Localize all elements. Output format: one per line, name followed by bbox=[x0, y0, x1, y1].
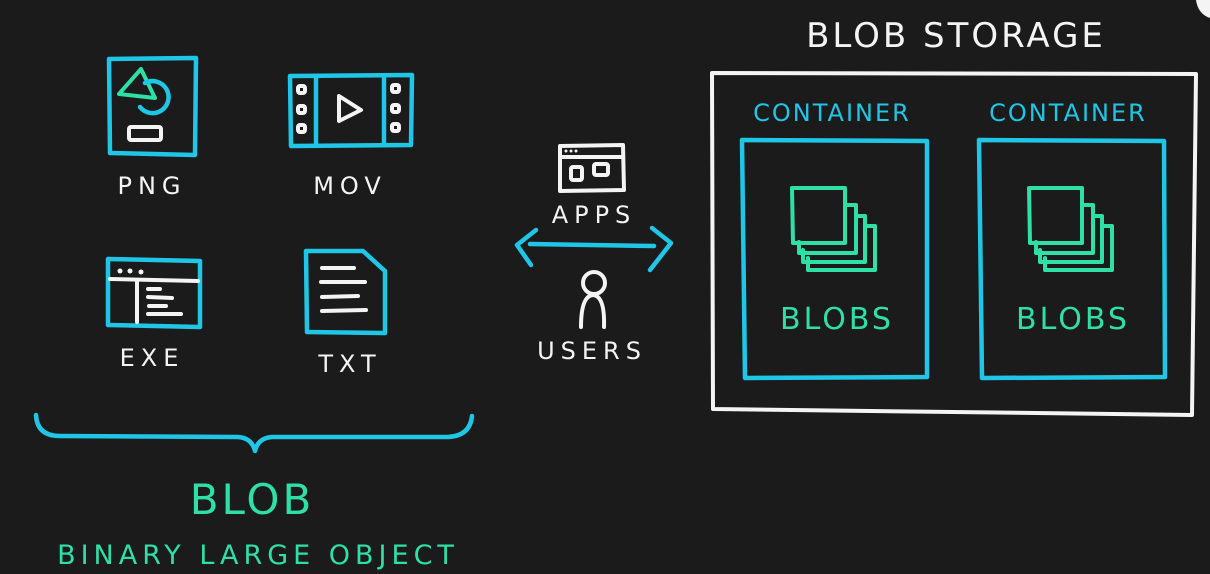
apps-window-icon bbox=[558, 143, 626, 193]
container-1: CONTAINER BLOBS bbox=[739, 99, 930, 381]
container-2: CONTAINER BLOBS bbox=[976, 99, 1168, 381]
blobs-label: BLOBS bbox=[1016, 302, 1130, 337]
curly-brace bbox=[33, 412, 475, 454]
blobs-stack-icon bbox=[1027, 186, 1114, 272]
blobs-label: BLOBS bbox=[780, 302, 894, 337]
exe-window-icon bbox=[105, 256, 203, 330]
mov-label: MOV bbox=[313, 172, 387, 200]
corner-shape bbox=[1196, 0, 1210, 18]
txt-document-icon bbox=[303, 248, 388, 336]
apps-label: APPS bbox=[552, 201, 637, 229]
storage-account-box bbox=[710, 71, 1198, 417]
txt-label: TXT bbox=[317, 350, 381, 378]
blob-storage-title: BLOB STORAGE bbox=[806, 16, 1106, 56]
blob-subtitle: BINARY LARGE OBJECT bbox=[57, 540, 459, 571]
mov-film-icon bbox=[287, 72, 415, 149]
png-label: PNG bbox=[117, 172, 186, 200]
blobs-stack-icon bbox=[790, 186, 877, 272]
user-icon bbox=[579, 270, 607, 329]
blob-title: BLOB bbox=[190, 475, 315, 524]
exe-label: EXE bbox=[120, 344, 185, 372]
container-label: CONTAINER bbox=[989, 99, 1147, 127]
bidirectional-arrow-icon bbox=[514, 225, 674, 273]
png-image-icon bbox=[106, 55, 199, 158]
users-label: USERS bbox=[537, 337, 647, 365]
container-label: CONTAINER bbox=[753, 99, 911, 127]
